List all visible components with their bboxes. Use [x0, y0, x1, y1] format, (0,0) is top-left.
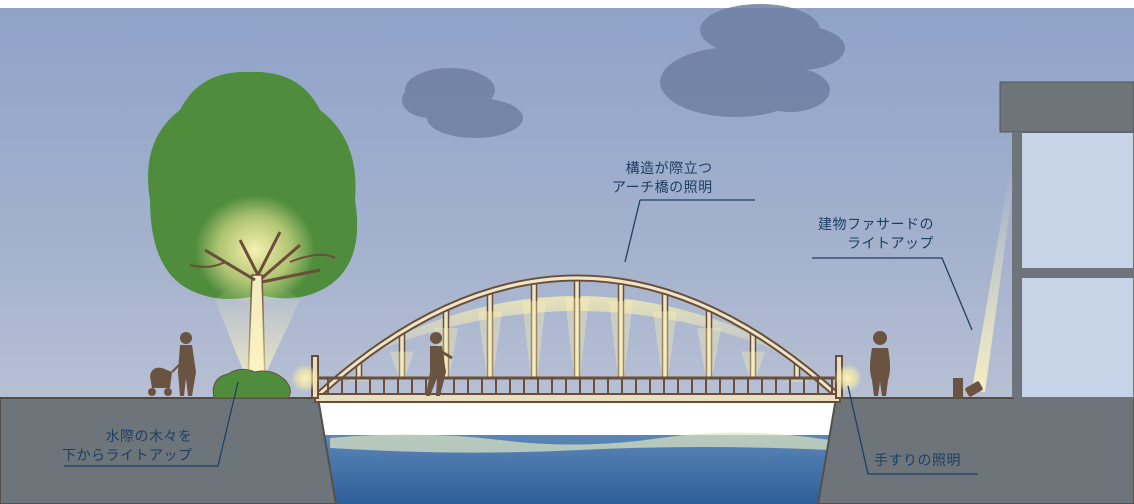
- label-railing-line1: 手すりの照明: [874, 453, 961, 469]
- leader-line-trees: [64, 381, 239, 467]
- right-embankment: [816, 397, 1134, 504]
- hanger-glows: [347, 298, 809, 382]
- label-facade-lighting: 建物ファサードの ライトアップ: [818, 216, 934, 254]
- hanger-glow: [741, 351, 765, 378]
- hanger-glow: [390, 351, 414, 378]
- hanger-glow: [653, 311, 677, 378]
- label-facade-line1: 建物ファサードの: [818, 217, 934, 233]
- label-facade-line2: ライトアップ: [847, 236, 934, 252]
- railing-light-left: [291, 364, 319, 392]
- bridge-arch-inner: [313, 276, 842, 400]
- hanger-glow: [697, 328, 721, 378]
- hanger-glow: [609, 301, 633, 378]
- top-border: [0, 0, 1134, 8]
- building: [999, 81, 1134, 399]
- label-trees-line1: 水際の木々を: [105, 429, 193, 445]
- bridge-deck: [314, 393, 841, 403]
- bridge-railing-posts: [327, 378, 833, 394]
- shrub: [212, 368, 291, 399]
- facade-light-beam: [972, 170, 1015, 392]
- label-arch-line2: アーチ橋の照明: [612, 180, 713, 196]
- label-railing-lighting: 手すりの照明: [874, 452, 961, 471]
- leader-lines: [64, 199, 978, 475]
- hanger-glow: [478, 311, 502, 378]
- railing-light-right: [834, 364, 862, 392]
- tree-uplight-beam: [215, 280, 300, 375]
- person-with-stroller: [148, 332, 196, 396]
- label-trees-line2: 下からライトアップ: [62, 448, 193, 464]
- label-arch-lighting: 構造が際立つ アーチ橋の照明: [612, 160, 713, 198]
- leader-line-arch: [624, 199, 755, 263]
- person-standing: [870, 331, 890, 396]
- hanger-glow: [522, 301, 546, 378]
- label-arch-line1: 構造が際立つ: [625, 161, 713, 177]
- person-on-bridge: [426, 332, 453, 396]
- hanger-glow: [347, 378, 371, 382]
- cloud-left: [402, 68, 523, 138]
- water-reflection: [330, 432, 830, 453]
- facade-spotlight-icon: [953, 378, 983, 398]
- arch-glow: [330, 296, 825, 372]
- label-tree-lighting: 水際の木々を 下からライトアップ: [62, 428, 193, 466]
- leader-line-railing: [847, 385, 978, 475]
- cloud-right: [660, 4, 845, 117]
- leader-line-facade: [812, 257, 973, 331]
- hanger-glow: [565, 298, 589, 378]
